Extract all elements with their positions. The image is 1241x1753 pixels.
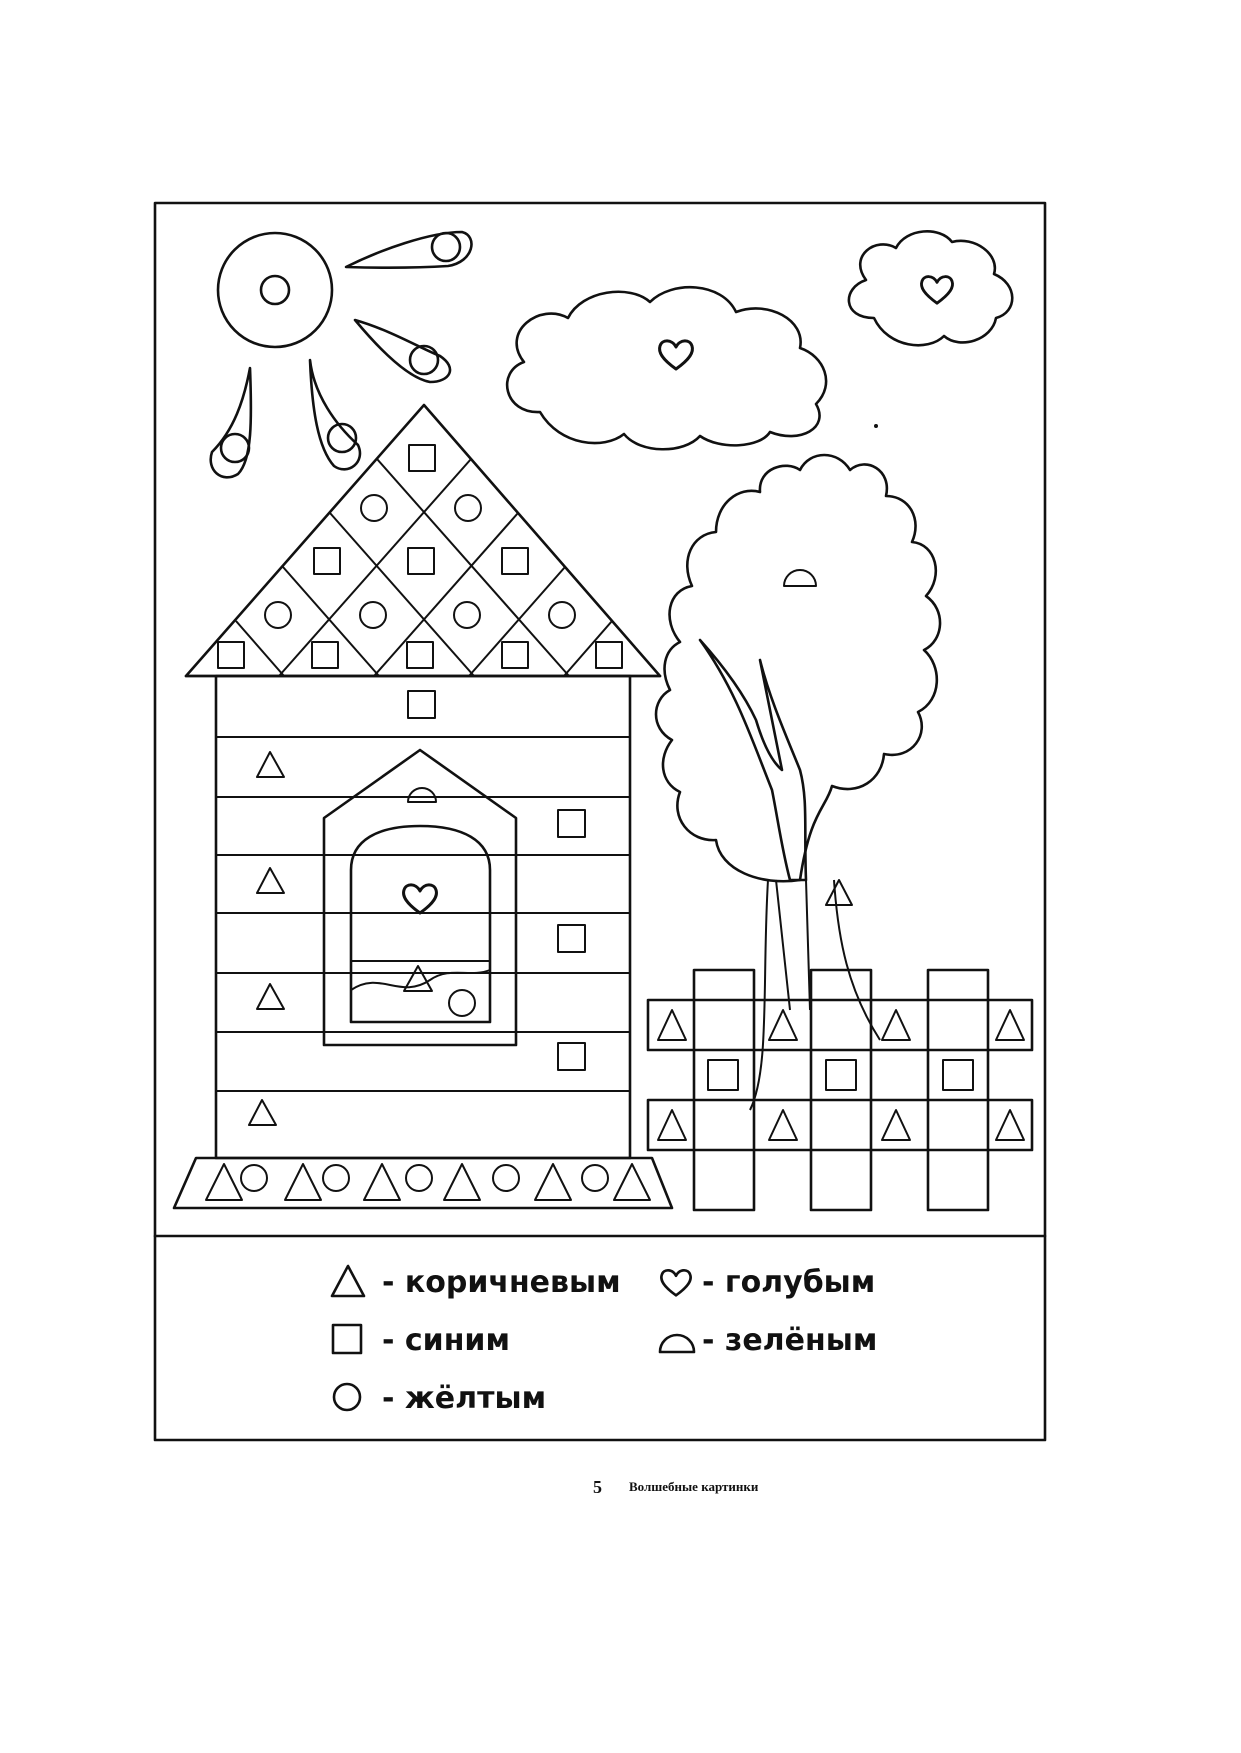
- circle-icon: [240, 1164, 268, 1192]
- triangle-icon: [284, 1163, 322, 1201]
- square-icon: [407, 547, 435, 575]
- dome-icon: [407, 787, 437, 803]
- legend-label: - голубым: [702, 1265, 875, 1300]
- heart-icon: [920, 275, 954, 305]
- legend-label: - синим: [382, 1323, 510, 1358]
- legend: - коричневым - голубым - синим - зелёным…: [330, 1264, 877, 1416]
- house-wall: [214, 674, 632, 1160]
- dome-icon: [658, 1333, 696, 1354]
- triangle-icon: [256, 751, 285, 778]
- triangle-icon: [881, 1109, 911, 1141]
- triangle-icon: [330, 1264, 366, 1298]
- heart-icon: [659, 1268, 693, 1297]
- legend-item-triangle: - коричневым: [330, 1264, 621, 1300]
- fence-plank: [692, 968, 756, 1212]
- circle-icon: [259, 274, 291, 306]
- square-icon: [331, 1323, 363, 1355]
- triangle-icon: [657, 1009, 687, 1041]
- square-icon: [825, 1059, 857, 1091]
- speck: [874, 424, 878, 428]
- legend-item-circle: - жёлтым: [332, 1381, 546, 1416]
- circle-icon: [332, 1382, 362, 1412]
- square-icon: [557, 809, 586, 838]
- legend-label: - зелёным: [702, 1323, 877, 1358]
- square-icon: [501, 641, 529, 669]
- house-window: [322, 748, 518, 1047]
- cloud-large: [506, 285, 828, 451]
- triangle-icon: [256, 983, 285, 1010]
- fence: [646, 968, 1034, 1212]
- circle-icon: [322, 1164, 350, 1192]
- square-icon: [942, 1059, 974, 1091]
- circle-icon: [264, 601, 292, 629]
- triangle-icon: [205, 1163, 243, 1201]
- triangle-icon: [534, 1163, 572, 1201]
- square-icon: [557, 924, 586, 953]
- circle-icon: [326, 422, 358, 454]
- fence-plank: [809, 968, 873, 1212]
- circle-icon: [453, 601, 481, 629]
- triangle-icon: [768, 1109, 798, 1141]
- triangle-icon: [995, 1009, 1025, 1041]
- book-title: Волшебные картинки: [629, 1479, 759, 1494]
- triangle-icon: [657, 1109, 687, 1141]
- sun: [209, 230, 473, 479]
- square-icon: [217, 641, 245, 669]
- circle-icon: [359, 601, 387, 629]
- sun-disc: [216, 231, 334, 349]
- circle-icon: [408, 344, 440, 376]
- triangle-icon: [995, 1109, 1025, 1141]
- triangle-icon: [768, 1009, 798, 1041]
- triangle-icon: [256, 867, 285, 894]
- dome-icon: [783, 569, 817, 587]
- sun-ray: [209, 366, 253, 479]
- triangle-icon: [363, 1163, 401, 1201]
- sun-ray: [308, 358, 362, 471]
- tree: [654, 453, 942, 1111]
- fence-plank: [926, 968, 990, 1212]
- triangle-icon: [443, 1163, 481, 1201]
- square-icon: [406, 641, 434, 669]
- circle-icon: [430, 231, 462, 263]
- legend-label: - жёлтым: [382, 1381, 546, 1416]
- circle-icon: [219, 432, 251, 464]
- circle-icon: [581, 1164, 609, 1192]
- circle-icon: [548, 601, 576, 629]
- square-icon: [408, 444, 436, 472]
- page-number: 5: [593, 1477, 602, 1497]
- legend-item-square: - синим: [331, 1323, 510, 1358]
- circle-icon: [360, 494, 388, 522]
- sun-ray: [344, 230, 473, 269]
- triangle-icon: [613, 1163, 651, 1201]
- heart-icon: [402, 883, 438, 915]
- square-icon: [407, 690, 436, 719]
- square-icon: [707, 1059, 739, 1091]
- circle-icon: [448, 989, 476, 1017]
- square-icon: [313, 547, 341, 575]
- square-icon: [501, 547, 529, 575]
- circle-icon: [492, 1164, 520, 1192]
- triangle-icon: [248, 1099, 277, 1126]
- heart-icon: [658, 339, 694, 371]
- square-icon: [557, 1042, 586, 1071]
- triangle-icon: [825, 879, 853, 906]
- triangle-icon: [881, 1009, 911, 1041]
- circle-icon: [405, 1164, 433, 1192]
- legend-item-heart: - голубым: [659, 1265, 875, 1300]
- sun-ray: [353, 318, 452, 384]
- house-roof: [184, 403, 662, 678]
- picture-frame: [153, 201, 1047, 1442]
- cloud-small: [847, 230, 1014, 347]
- square-icon: [595, 641, 623, 669]
- circle-icon: [454, 494, 482, 522]
- legend-label: - коричневым: [382, 1265, 621, 1300]
- house-foundation: [172, 1156, 674, 1210]
- triangle-icon: [403, 965, 433, 992]
- square-icon: [311, 641, 339, 669]
- legend-item-dome: - зелёным: [658, 1323, 877, 1358]
